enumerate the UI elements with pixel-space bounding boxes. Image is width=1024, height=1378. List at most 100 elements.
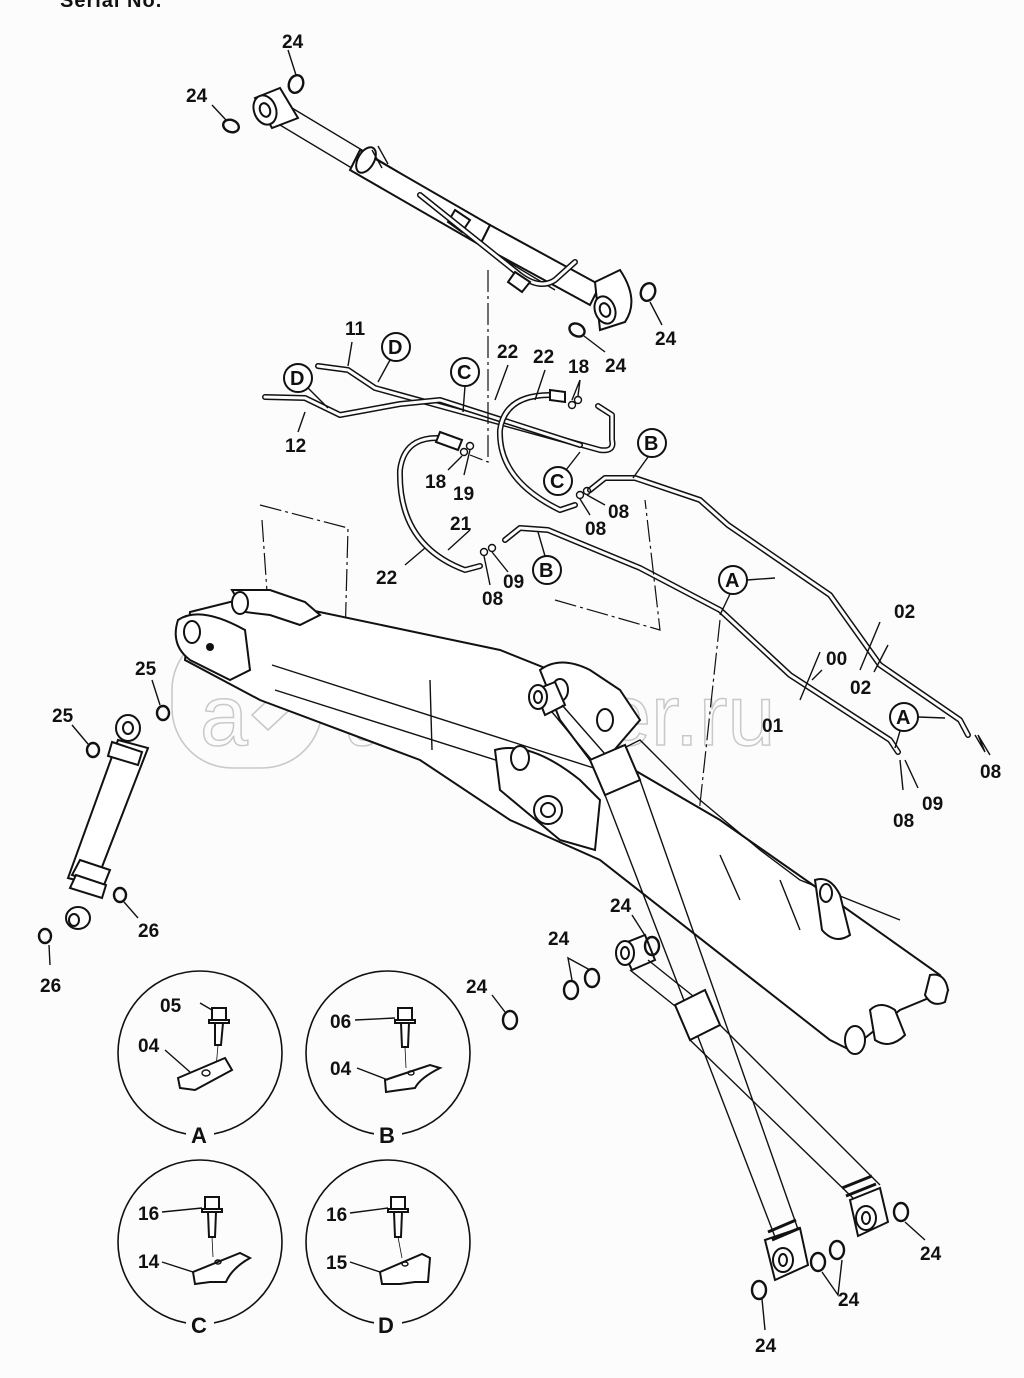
o-ring [37,927,53,945]
svg-text:D: D [388,337,402,359]
clamp-marker-d[interactable]: D [377,332,411,383]
callout-bolt: 16 [326,1205,347,1226]
o-ring [112,886,128,904]
callout-25: 25 [52,706,74,727]
callout-22: 22 [533,347,554,368]
o-ring [573,395,583,405]
o-ring [487,543,497,553]
serial-number-header: Serial No. [60,0,163,12]
callout-24: 24 [605,356,627,377]
callout-02: 02 [850,678,871,699]
pipe-01[interactable] [502,525,901,755]
o-ring [568,322,586,338]
callout-08: 08 [482,589,503,610]
o-ring [567,400,577,410]
bolt-icon [201,1196,223,1258]
callout-24: 24 [755,1336,777,1357]
callout-18: 18 [425,472,446,493]
callout-09: 09 [922,794,943,815]
callout-08: 08 [893,811,914,832]
o-ring [582,486,592,496]
callout-09: 09 [503,572,524,593]
callout-08: 08 [585,519,606,540]
callout-24: 24 [610,896,632,917]
callout-24: 24 [466,977,488,998]
callout-26: 26 [40,976,61,997]
callout-clamp: 04 [138,1036,160,1057]
detail-caption: B [379,1123,395,1148]
clamp-plate-icon [191,1251,253,1286]
callout-24: 24 [655,329,677,350]
detail-view-c[interactable]: C 16 14 [117,1159,283,1338]
callout-00: 00 [826,649,847,670]
o-ring [639,282,657,302]
clamp-plate-icon [176,1056,234,1092]
o-ring [459,447,469,457]
boom[interactable] [174,589,950,1055]
svg-text:A: A [896,707,910,729]
callout-02: 02 [894,602,915,623]
callout-24: 24 [282,32,304,53]
callout-12: 12 [285,436,306,457]
callout-clamp: 04 [330,1059,352,1080]
svg-text:C: C [457,362,471,384]
callout-22: 22 [497,342,518,363]
o-ring [575,490,585,500]
o-ring [643,935,661,957]
o-ring [501,1009,519,1031]
boom-cylinder-right[interactable] [615,933,890,1238]
o-ring [465,441,475,451]
callout-08: 08 [608,502,629,523]
o-ring [892,1201,910,1223]
bolt-icon [208,1007,230,1069]
detail-caption: D [378,1313,394,1338]
detail-view-b[interactable]: B 06 04 [305,970,471,1148]
clamp-marker-d[interactable]: D [283,363,329,409]
callout-bolt: 05 [160,996,182,1017]
callout-01: 01 [762,716,784,737]
callout-24: 24 [838,1290,860,1311]
clamp-marker-c[interactable]: C [543,451,581,496]
o-ring [85,741,101,759]
hose-22-upper[interactable] [496,388,578,513]
callout-18: 18 [568,357,589,378]
callout-25: 25 [135,659,157,680]
o-ring [479,547,489,557]
callout-clamp: 15 [326,1253,348,1274]
clamp-marker-b[interactable]: B [632,428,667,479]
callout-bolt: 16 [138,1204,159,1225]
svg-text:B: B [644,433,658,455]
svg-text:D: D [290,368,304,390]
callout-19: 19 [453,484,474,505]
arm-cylinder[interactable] [250,86,633,332]
hose-21-22-lower[interactable] [396,430,483,573]
o-ring [562,979,580,1001]
bolt-icon [387,1196,409,1259]
pipe-02[interactable] [587,475,971,738]
bolt-icon [394,1007,416,1069]
svg-text:C: C [550,471,564,493]
o-ring [155,704,171,722]
clamp-marker-a[interactable]: A [889,702,946,749]
callout-08: 08 [980,762,1001,783]
o-ring [287,74,305,94]
clamp-plate-icon [378,1252,432,1285]
o-ring [583,967,601,989]
clamp-marker-a[interactable]: A [718,565,776,616]
clamp-plate-icon [383,1063,443,1094]
callout-26: 26 [138,921,159,942]
bucket-link-cylinder[interactable] [65,714,150,930]
detail-view-a[interactable]: A 05 04 [117,970,283,1148]
clamp-marker-c[interactable]: C [450,357,480,413]
o-ring [809,1251,827,1273]
callout-24: 24 [548,929,570,950]
detail-view-d[interactable]: D 16 15 [305,1159,471,1338]
detail-caption: C [191,1313,207,1338]
clamp-marker-b[interactable]: B [532,531,562,585]
callout-bolt: 06 [330,1012,351,1033]
callout-11: 11 [345,319,366,340]
o-ring [222,118,240,134]
boom-cylinder-left[interactable] [528,680,810,1282]
